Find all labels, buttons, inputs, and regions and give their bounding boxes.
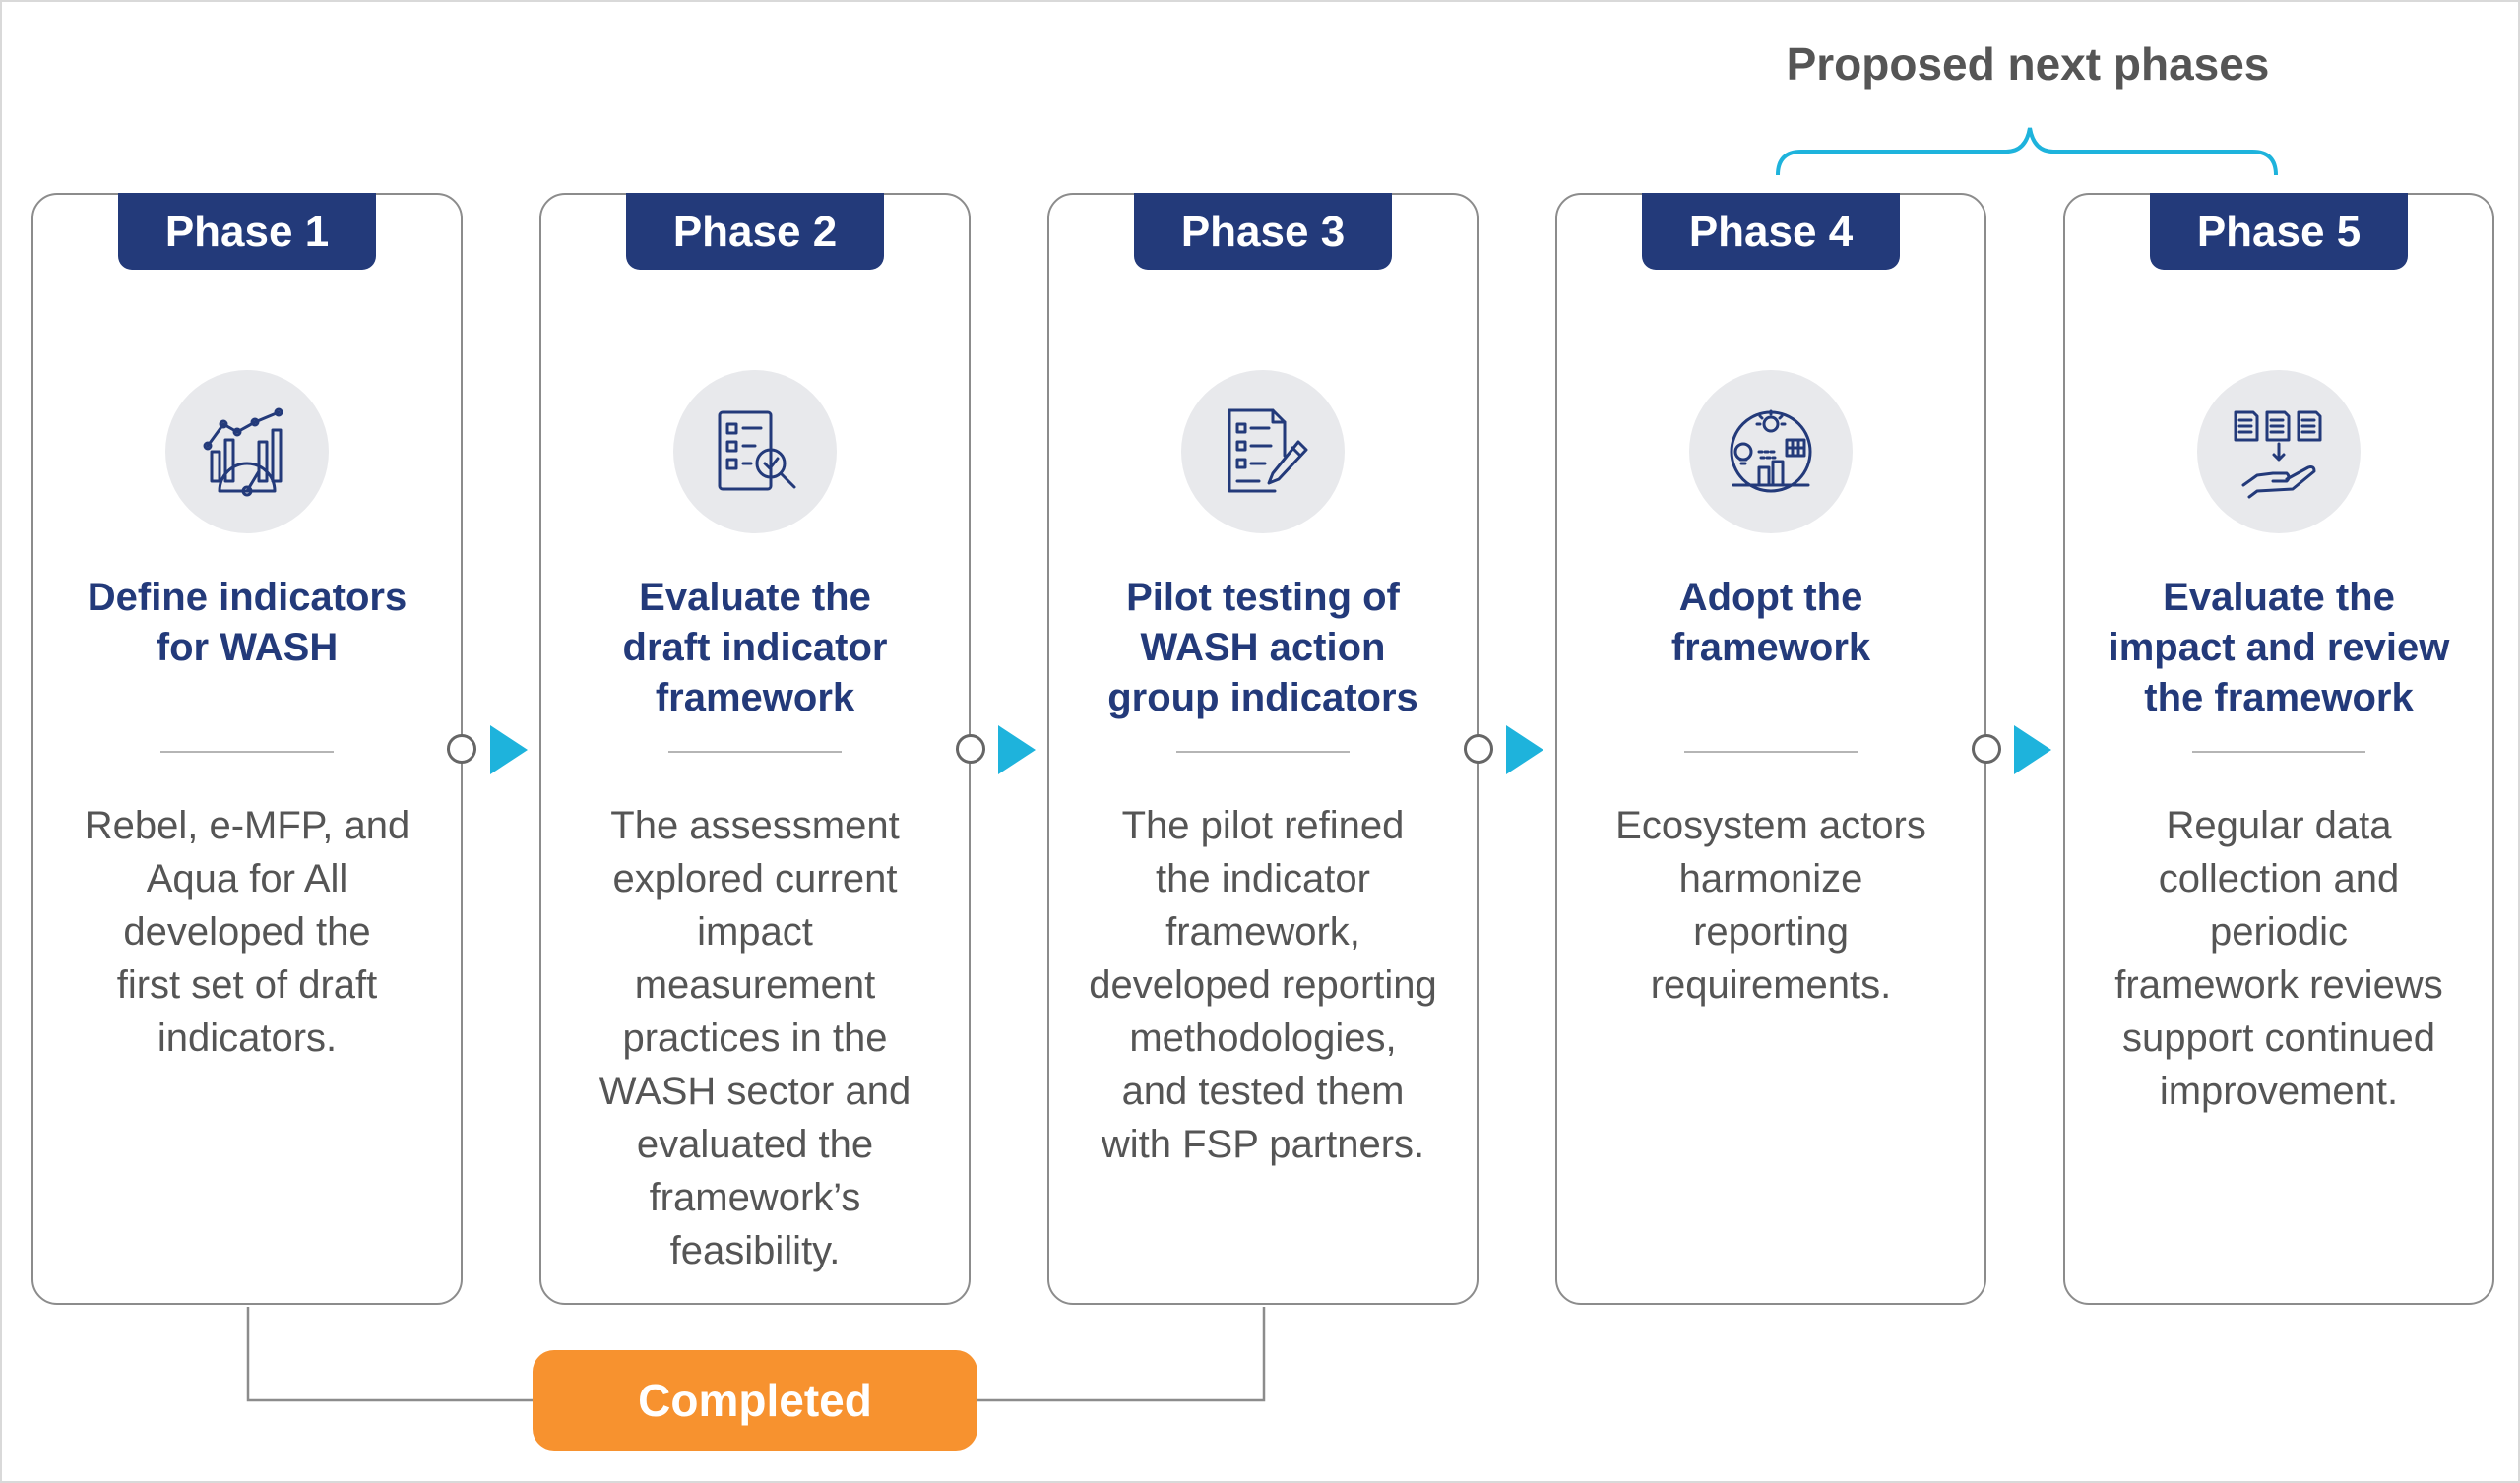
- phase-title-4: Adopt the framework: [1670, 576, 1871, 669]
- icon-circle-4: [1689, 370, 1853, 533]
- phase-description-5: Regular data collection and periodic fra…: [2114, 804, 2443, 1113]
- connector-dot-1: [447, 734, 476, 764]
- arrow-right-icon: [490, 725, 528, 774]
- phase-description-2: The assessment explored current impact m…: [598, 804, 912, 1272]
- card-divider-5: [2192, 751, 2365, 753]
- connector-dot-4: [1972, 734, 2001, 764]
- phase-description-4: Ecosystem actors harmonize reporting req…: [1615, 804, 1926, 1007]
- arrow-right-icon: [998, 725, 1036, 774]
- arrow-right-icon: [1506, 725, 1544, 774]
- phase-card-3: Phase 3 Pilot testing of WASH action gro…: [1047, 193, 1479, 1305]
- icon-circle-3: [1181, 370, 1345, 533]
- phase-tab-2: Phase 2: [626, 193, 884, 270]
- icon-circle-5: [2197, 370, 2361, 533]
- checklist-magnifier-icon: [718, 410, 796, 491]
- arrow-right-icon: [2014, 725, 2051, 774]
- ecosystem-globe-icon: [1730, 409, 1812, 493]
- phase-tab-3: Phase 3: [1134, 193, 1392, 270]
- phase-title-5: Evaluate the impact and review the frame…: [2108, 576, 2450, 719]
- phase-card-2: Phase 2 Evaluate the draft indicator fra…: [539, 193, 971, 1305]
- phase-tab-1: Phase 1: [118, 193, 376, 270]
- connector-dot-3: [1464, 734, 1493, 764]
- phase-description-1: Rebel, e-MFP, and Aqua for All developed…: [84, 804, 410, 1060]
- documents-hand-icon: [2234, 410, 2322, 499]
- phase-card-4: Phase 4 Adopt the framework Ecosystem ac…: [1555, 193, 1986, 1305]
- phase-title-1: Define indicators for WASH: [87, 576, 408, 669]
- card-divider-3: [1176, 751, 1350, 753]
- document-pencil-icon: [1228, 408, 1308, 493]
- completed-badge: Completed: [533, 1350, 977, 1451]
- dashboard-chart-icon: [203, 407, 284, 497]
- phase-card-1: Phase 1 Define indicators for WASH Rebel…: [32, 193, 463, 1305]
- card-divider-1: [160, 751, 334, 753]
- phase-title-3: Pilot testing of WASH action group indic…: [1107, 576, 1418, 719]
- phase-tab-4: Phase 4: [1642, 193, 1900, 270]
- proposed-bracket: [1776, 127, 2278, 176]
- proposed-next-phases-label: Proposed next phases: [1786, 38, 2270, 90]
- phase-title-2: Evaluate the draft indicator framework: [622, 576, 888, 719]
- card-divider-2: [668, 751, 842, 753]
- connector-dot-2: [956, 734, 985, 764]
- icon-circle-1: [165, 370, 329, 533]
- icon-circle-2: [673, 370, 837, 533]
- phase-description-3: The pilot refined the indicator framewor…: [1089, 804, 1437, 1166]
- phase-card-5: Phase 5 Evaluate the impact and review t…: [2063, 193, 2494, 1305]
- card-divider-4: [1684, 751, 1858, 753]
- phase-tab-5: Phase 5: [2150, 193, 2408, 270]
